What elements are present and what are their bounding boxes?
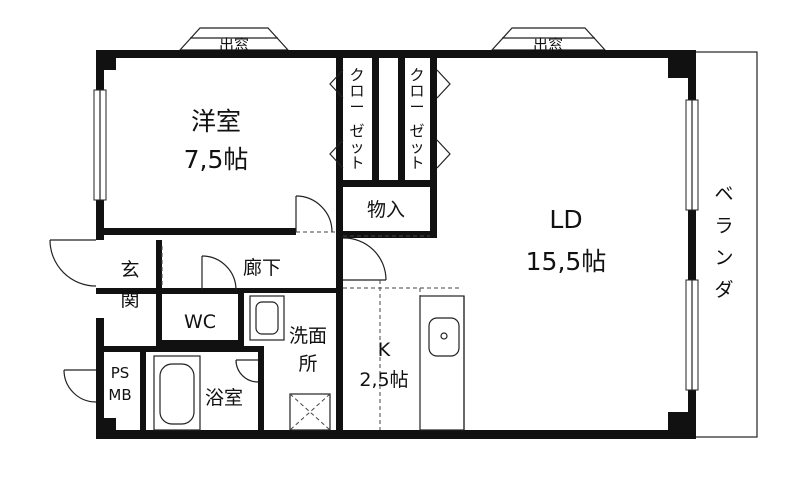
washbasin-icon [255, 301, 279, 335]
bay-window-left-label: 出窓 [219, 36, 249, 54]
svg-text:ン: ン [714, 247, 733, 269]
balcony-label: ベ ラ ン ダ [714, 183, 733, 301]
svg-text:ッ: ッ [349, 138, 364, 156]
ld-name: LD [549, 205, 582, 234]
svg-text:ト: ト [409, 154, 424, 172]
svg-text:ー: ー [349, 98, 364, 116]
doors [49, 195, 387, 403]
mb-label: MB [108, 386, 131, 404]
svg-text:ロ: ロ [409, 82, 424, 100]
svg-text:ト: ト [349, 154, 364, 172]
svg-text:ロ: ロ [349, 82, 364, 100]
wc-label: WC [184, 311, 216, 333]
svg-text:ク: ク [409, 66, 424, 84]
bathtub-icon [153, 355, 201, 431]
svg-text:ク: ク [349, 66, 364, 84]
closet-doors [329, 69, 451, 169]
entrance-label-1: 玄 [120, 259, 139, 281]
balcony-outline [691, 51, 758, 438]
hallway-label: 廊下 [243, 257, 281, 279]
western-room-window [93, 89, 107, 201]
washroom-label-2: 所 [298, 353, 317, 375]
kitchen-size: 2,5帖 [359, 369, 408, 391]
washer-pan-icon [289, 393, 331, 431]
svg-text:ゼ: ゼ [349, 122, 364, 140]
svg-text:ッ: ッ [409, 138, 424, 156]
kitchen-sink-icon [428, 317, 460, 357]
svg-text:ラ: ラ [714, 215, 733, 237]
closet-right-label: ク ロ ー ゼ ッ ト [409, 66, 424, 172]
kitchen-counter [419, 295, 465, 431]
kitchen-name: K [378, 339, 391, 361]
bathroom-label: 浴室 [205, 387, 243, 409]
svg-text:ゼ: ゼ [409, 122, 424, 140]
svg-text:ー: ー [409, 98, 424, 116]
ld-size: 15,5帖 [526, 247, 607, 276]
interior-walls [96, 58, 437, 438]
ps-label: PS [111, 364, 130, 382]
svg-text:ベ: ベ [714, 183, 733, 205]
closet-left-label: ク ロ ー ゼ ッ ト [349, 66, 364, 172]
western-room-size: 7,5帖 [184, 145, 249, 174]
washroom-label-1: 洗面 [289, 325, 327, 347]
ld-windows [685, 99, 699, 391]
entrance-label-2: 関 [120, 289, 139, 311]
storage-label: 物入 [367, 199, 405, 221]
western-room-name: 洋室 [191, 107, 241, 136]
bay-window-right-label: 出窓 [533, 36, 563, 54]
vanity [249, 295, 285, 341]
svg-text:ダ: ダ [714, 279, 733, 301]
